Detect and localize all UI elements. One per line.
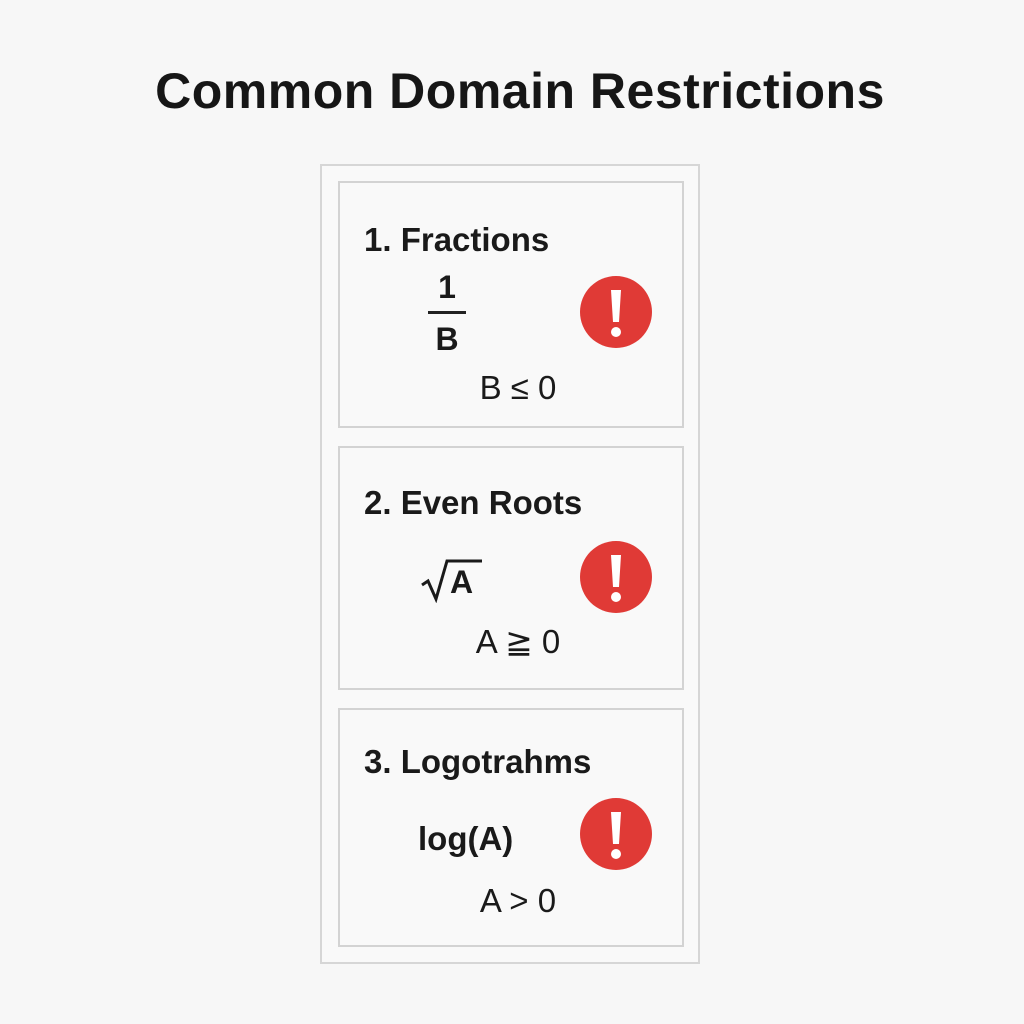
fraction-expression: 1 B <box>428 271 466 355</box>
card-even-roots: 2. Even Roots A A ≧ 0 <box>338 446 684 690</box>
domain-condition: A ≧ 0 <box>475 623 561 660</box>
radicand: A <box>450 564 474 600</box>
fraction-bar <box>428 311 466 314</box>
fraction-denominator: B <box>435 321 459 357</box>
domain-condition: B ≤ 0 <box>479 369 557 406</box>
fraction-numerator: 1 <box>438 269 456 305</box>
exclamation-icon <box>580 541 652 613</box>
radical-sign-icon <box>421 559 482 603</box>
card-logarithms: 3. Logotrahms log(A) A > 0 <box>338 708 684 947</box>
card-heading: 3. Logotrahms <box>364 743 592 780</box>
exclamation-icon <box>580 276 652 348</box>
page-title: Common Domain Restrictions <box>155 63 885 119</box>
card-fractions: 1. Fractions 1 B B ≤ 0 <box>338 181 684 428</box>
card-heading: 2. Even Roots <box>364 484 583 521</box>
domain-condition: A > 0 <box>479 882 557 919</box>
card-heading: 1. Fractions <box>364 221 550 258</box>
exclamation-icon <box>580 798 652 870</box>
log-expression: log(A) <box>418 820 514 857</box>
